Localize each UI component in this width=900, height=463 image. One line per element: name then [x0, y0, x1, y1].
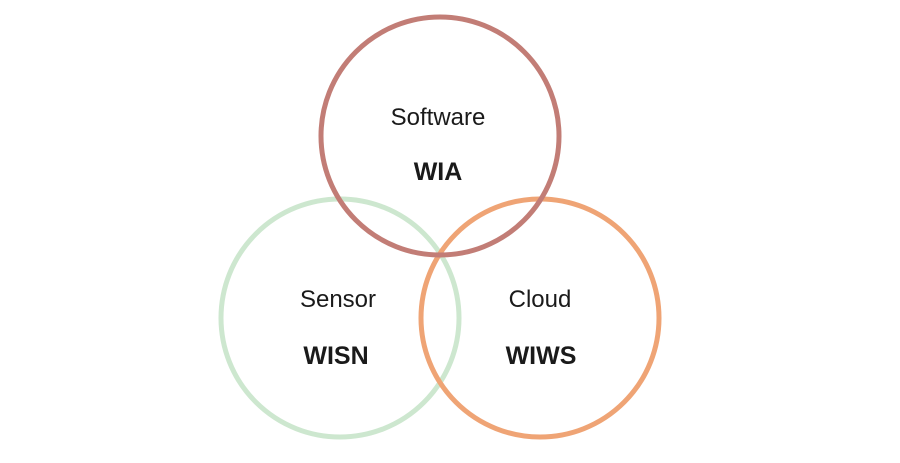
sensor-code: WISN [303, 342, 368, 370]
software-group [318, 14, 562, 258]
software-circle [318, 14, 562, 258]
cloud-label: Cloud [509, 286, 572, 313]
software-code: WIA [414, 158, 463, 186]
sensor-label: Sensor [300, 286, 376, 313]
software-label: Software [391, 104, 486, 131]
cloud-code: WIWS [506, 342, 577, 370]
